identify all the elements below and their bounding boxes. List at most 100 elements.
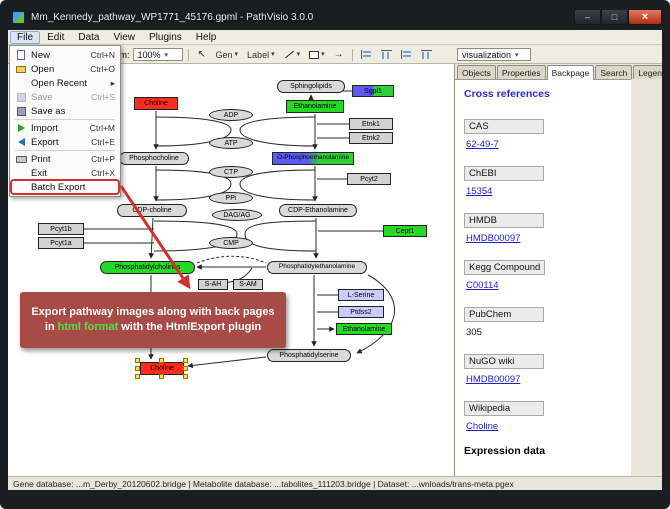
pathway-node-cept1[interactable]: Cept1 <box>383 225 427 237</box>
visualization-combobox[interactable]: visualization ▾ <box>457 48 531 61</box>
annotation-callout: Export pathway images along with back pa… <box>20 292 286 348</box>
pathway-node-ptdss2[interactable]: Ptdss2 <box>338 306 384 318</box>
pathway-node-ethanolamine[interactable]: Ethanolamine <box>286 100 344 113</box>
menu-item-shortcut: Ctrl+E <box>91 137 115 147</box>
tab-search[interactable]: Search <box>595 65 633 79</box>
pathway-node-ppi[interactable]: PPi <box>209 192 253 204</box>
menu-item-batch-export[interactable]: Batch Export <box>10 179 120 195</box>
menu-item-label: Batch Export <box>31 181 86 193</box>
tab-backpage[interactable]: Backpage <box>546 65 595 80</box>
menu-data[interactable]: Data <box>78 31 100 43</box>
connector-tool-button[interactable]: → <box>331 48 347 62</box>
xref-link[interactable]: HMDB00097 <box>466 233 521 244</box>
select-pointer-button[interactable]: ↖ <box>194 48 210 62</box>
pathway-node-cdp-choline[interactable]: CDP-choline <box>117 204 187 217</box>
callout-text-after: with the HtmlExport plugin <box>118 321 262 333</box>
pathway-node-ctp[interactable]: CTP <box>209 166 253 178</box>
xref-link[interactable]: C00114 <box>466 280 499 291</box>
distribute-vertical-button[interactable] <box>418 48 435 62</box>
pathway-node-pcyt2[interactable]: Pcyt2 <box>347 173 391 185</box>
pathway-node-atp[interactable]: ATP <box>209 137 253 149</box>
add-label-button[interactable]: Label ▾ <box>244 48 278 62</box>
selection-handle[interactable] <box>183 358 188 363</box>
pathway-node-o-phosphoethanolamine[interactable]: O-Phosphoethanolamine <box>272 152 354 165</box>
chevron-down-icon: ▾ <box>321 51 325 58</box>
menu-item-new[interactable]: New Ctrl+N <box>11 48 119 62</box>
xref-link[interactable]: HMDB00097 <box>466 374 521 385</box>
menu-item-exit[interactable]: Exit Ctrl+X <box>11 166 119 180</box>
xref-section-pubchem: PubChem 305 <box>464 304 622 338</box>
minimize-button[interactable]: – <box>574 10 601 25</box>
menu-item-shortcut: Ctrl+M <box>89 123 115 133</box>
xref-link[interactable]: 62-49-7 <box>466 139 499 150</box>
pathway-node-phosphatidylserine[interactable]: Phosphatidylserine <box>267 349 351 362</box>
line-tool-button[interactable]: ▾ <box>281 48 304 62</box>
new-icon <box>14 50 28 60</box>
menu-help[interactable]: Help <box>195 31 217 43</box>
selection-handle[interactable] <box>135 358 140 363</box>
tab-properties[interactable]: Properties <box>496 65 546 79</box>
selection-handle[interactable] <box>183 374 188 379</box>
pathway-canvas: Sphingolipids Sgpl1 Choline Ethanolamine… <box>8 64 455 476</box>
menu-plugins[interactable]: Plugins <box>148 31 182 43</box>
menu-file[interactable]: File <box>10 30 41 44</box>
xref-header: CAS <box>464 119 544 134</box>
menu-item-shortcut: Ctrl+O <box>90 64 115 74</box>
backpage-panel: Cross references CAS 62-49-7 ChEBI 15354… <box>455 80 631 476</box>
menu-item-save-as[interactable]: Save as <box>11 104 119 118</box>
menu-item-label: Open Recent <box>31 77 87 89</box>
align-vertical-button[interactable] <box>378 48 395 62</box>
pathway-node-l-serine[interactable]: L-Serine <box>338 289 384 301</box>
menu-view[interactable]: View <box>113 31 135 43</box>
tab-legend[interactable]: Legend <box>633 65 662 79</box>
pathway-node-phosphatidylcholines[interactable]: Phosphatidylcholines <box>100 261 195 274</box>
distribute-vertical-icon <box>420 50 432 59</box>
close-button[interactable]: × <box>628 10 662 25</box>
pathway-node-phosphocholine[interactable]: Phosphocholine <box>119 152 189 165</box>
menu-item-label: Print <box>31 153 51 165</box>
selection-handle[interactable] <box>159 358 164 363</box>
xref-header: Kegg Compound <box>464 260 546 275</box>
xref-link[interactable]: Choline <box>466 421 499 432</box>
xref-section-chebi: ChEBI 15354 <box>464 163 622 197</box>
menu-item-import[interactable]: Import Ctrl+M <box>11 121 119 135</box>
shape-tool-button[interactable]: ▾ <box>306 48 328 62</box>
align-horizontal-button[interactable] <box>358 48 375 62</box>
distribute-horizontal-button[interactable] <box>398 48 415 62</box>
menu-item-save[interactable]: Save Ctrl+S <box>11 90 119 104</box>
window-content: File Edit Data View Plugins Help ↶ Zoom:… <box>8 30 662 490</box>
zoom-combobox[interactable]: 100% ▾ <box>132 48 183 61</box>
maximize-button[interactable]: □ <box>601 10 628 25</box>
pathway-node-sgpl1[interactable]: Sgpl1 <box>352 85 394 97</box>
pathway-node-pcyt1b[interactable]: Pcyt1b <box>38 223 84 235</box>
pathway-node-choline-top[interactable]: Choline <box>134 97 178 110</box>
add-datanode-button[interactable]: Gen ▾ <box>213 48 242 62</box>
pathway-node-sam[interactable]: S-AM <box>233 279 263 290</box>
selection-handle[interactable] <box>183 366 188 371</box>
pathway-node-dag-ag[interactable]: DAG/AG <box>212 209 262 221</box>
menu-item-open[interactable]: Open Ctrl+O <box>11 62 119 76</box>
side-panel-tabs: Objects Properties Backpage Search Legen… <box>455 64 662 80</box>
import-icon <box>14 124 28 132</box>
menu-item-print[interactable]: Print Ctrl+P <box>11 152 119 166</box>
xref-section-wikipedia: Wikipedia Choline <box>464 398 622 432</box>
menu-item-open-recent[interactable]: Open Recent ▸ <box>11 76 119 90</box>
pathway-node-cdp-ethanolamine[interactable]: CDP-Ethanolamine <box>279 204 357 217</box>
pathway-node-sah[interactable]: S-AH <box>198 279 228 290</box>
pathway-node-etnk2[interactable]: Etnk2 <box>349 132 393 144</box>
pathway-node-ethanolamine-2[interactable]: Ethanolamine <box>336 323 392 335</box>
menu-edit[interactable]: Edit <box>47 31 65 43</box>
window-buttons: – □ × <box>574 10 662 25</box>
pathway-node-cmp[interactable]: CMP <box>209 237 253 249</box>
selection-handle[interactable] <box>135 374 140 379</box>
menu-item-export[interactable]: Export Ctrl+E <box>11 135 119 149</box>
pathway-node-adp[interactable]: ADP <box>209 109 253 121</box>
pathway-node-phosphatidylethanolamine[interactable]: Phosphatidylethanolamine <box>267 261 367 274</box>
tab-objects[interactable]: Objects <box>457 65 496 79</box>
selection-handle[interactable] <box>159 374 164 379</box>
selection-handle[interactable] <box>135 366 140 371</box>
pathway-node-sphingolipids[interactable]: Sphingolipids <box>277 80 345 93</box>
xref-link[interactable]: 15354 <box>466 186 493 197</box>
pathway-node-etnk1[interactable]: Etnk1 <box>349 118 393 130</box>
pathway-node-pcyt1a[interactable]: Pcyt1a <box>38 237 84 249</box>
